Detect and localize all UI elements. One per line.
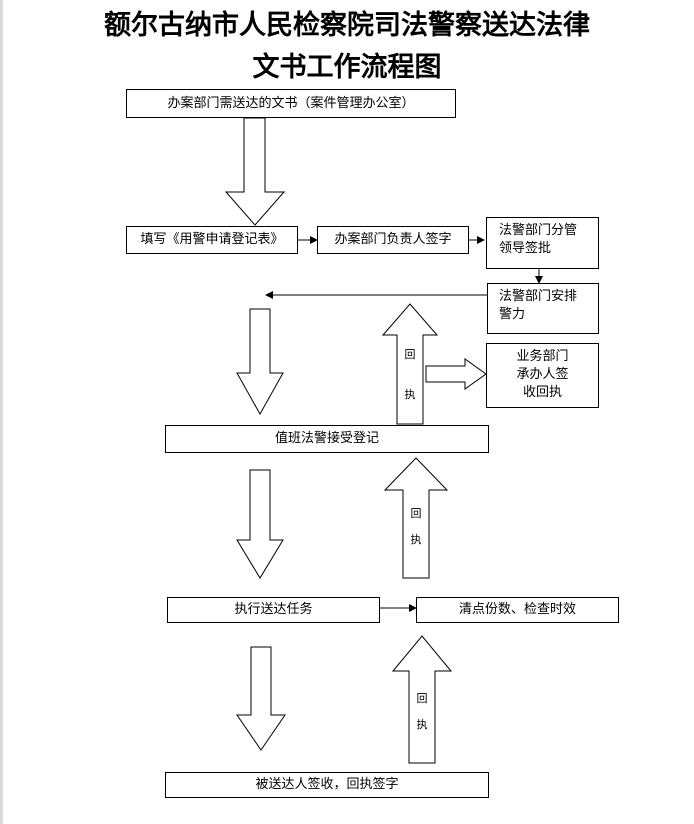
return-label-middle-2: 执	[410, 533, 422, 546]
up-arrow-return-lower	[391, 635, 453, 764]
up-arrow-return-upper	[381, 303, 439, 425]
diagram-title-line-2: 文书工作流程图	[252, 52, 442, 83]
return-label-lower-1: 回	[416, 692, 428, 705]
up-arrow-return-middle	[383, 457, 449, 579]
down-arrow-to-recipient	[236, 646, 286, 751]
node-count-check: 清点份数、检查时效	[416, 597, 619, 623]
node-start-documents: 办案部门需送达的文书（案件管理办公室）	[126, 89, 456, 118]
node-dept-head-sign: 办案部门负责人签字	[317, 226, 469, 254]
return-label-upper-2: 执	[404, 388, 416, 401]
node-recipient-sign: 被送达人签收，回执签字	[165, 772, 489, 798]
node-police-dept-arrange: 法警部门安排 警力	[487, 283, 599, 334]
down-arrow-start-to-form	[224, 117, 286, 226]
page-left-border	[0, 0, 3, 824]
return-label-middle-1: 回	[410, 507, 422, 520]
down-arrow-to-execute	[236, 469, 284, 579]
node-duty-police-register: 值班法警接受登记	[165, 425, 489, 453]
node-fill-form: 填写《用警申请登记表》	[126, 226, 298, 254]
diagram-title-line-1: 额尔古纳市人民检察院司法警察送达法律	[104, 10, 590, 41]
return-label-lower-2: 执	[416, 718, 428, 731]
return-label-upper-1: 回	[404, 348, 416, 361]
node-business-dept-receipt: 业务部门 承办人签 收回执	[486, 343, 599, 408]
down-arrow-to-register	[236, 308, 284, 416]
node-execute-delivery: 执行送达任务	[167, 597, 380, 623]
node-police-leader-approve: 法警部门分管 领导签批	[486, 217, 599, 269]
right-arrow-to-business-dept	[425, 358, 487, 390]
